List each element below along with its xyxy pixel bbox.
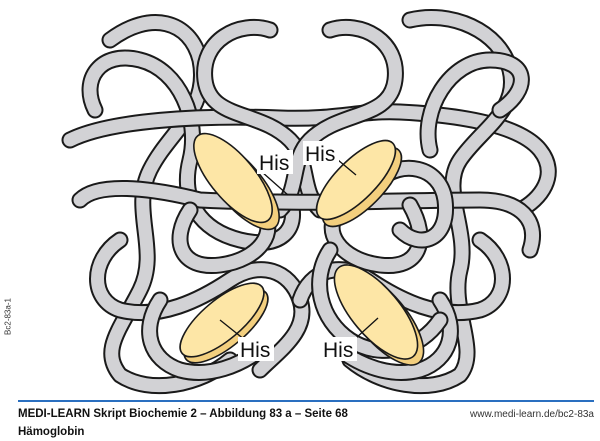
footer-url: www.medi-learn.de/bc2-83a [470,409,594,420]
chain-segment [293,233,509,320]
his-label-top-right: His [305,143,335,166]
chain-segment [373,161,453,247]
chain-segment [91,233,309,377]
footer-caption: MEDI-LEARN Skript Biochemie 2 – Abbildun… [18,408,348,420]
his-label-top-left: His [259,152,289,175]
chain-segment [273,20,402,217]
globin-chains [61,8,557,395]
his-label-bottom-right: His [323,339,353,362]
heme-group-bottom-left [179,282,269,364]
chain-segment [103,16,237,393]
hemoglobin-diagram: His His His His [61,8,557,395]
heme-group-top-left [193,132,280,231]
figure-code: Bc2-83a-1 [3,298,13,335]
chain-segment [63,105,555,217]
heme-group-bottom-right [333,264,425,366]
chain-segment [333,293,457,379]
footer-rule [18,400,594,402]
heme-group-top-right [315,139,403,228]
figure-title: Hämoglobin [18,426,85,438]
chain-segment [421,53,528,157]
his-label-bottom-left: His [240,339,270,362]
chain-segment [143,293,267,379]
